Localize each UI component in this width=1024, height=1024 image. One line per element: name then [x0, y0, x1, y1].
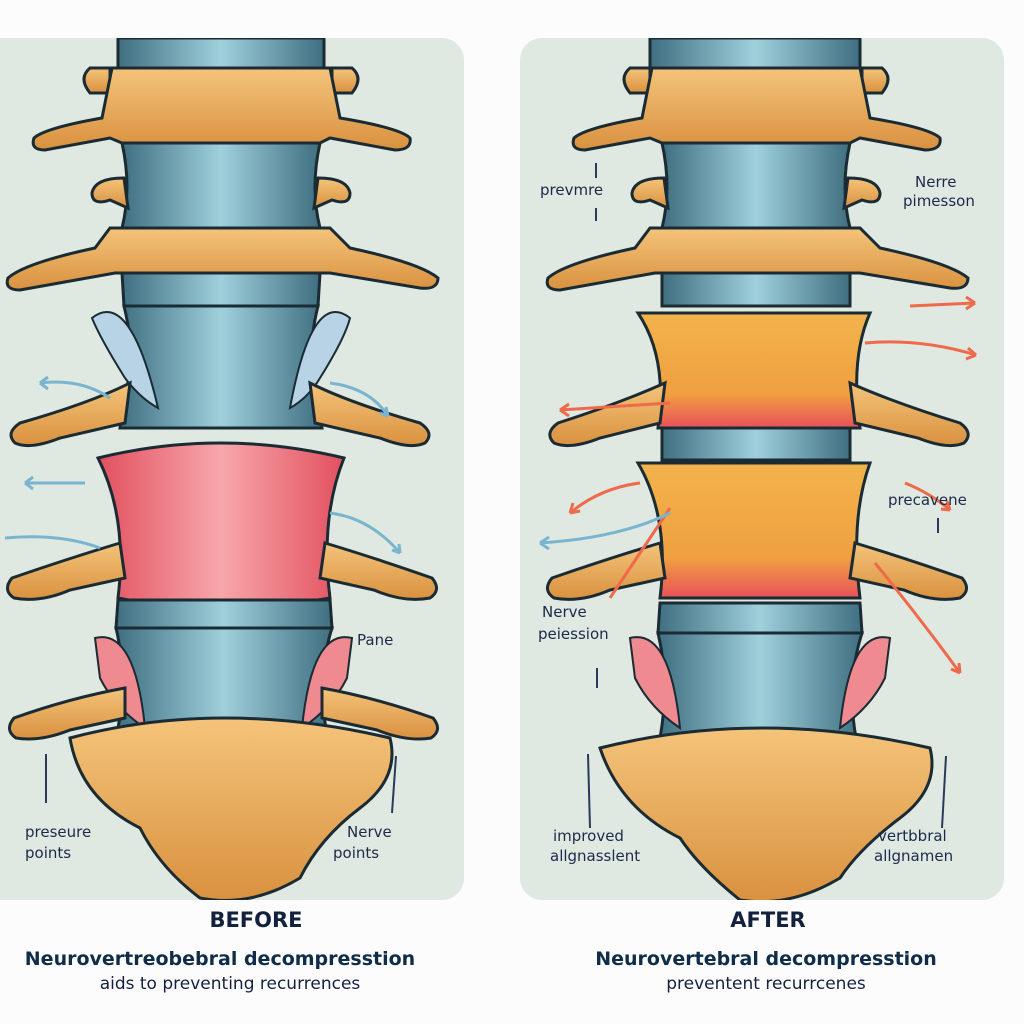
label-tick [391, 755, 397, 814]
after-caption-title: Neurovertebral decompresstion [595, 948, 937, 970]
intervertebral-disc [114, 598, 334, 630]
intervertebral-disc [656, 601, 864, 635]
after-panel: prevmre Nerre pimesson precavene Nerve p… [520, 38, 1004, 900]
before-panel: Pane preseure points Nerve points [0, 38, 464, 900]
label-nerve-peiession-2: peiession [538, 625, 609, 643]
decompressed-disc [635, 311, 873, 430]
arrow-head [950, 662, 962, 675]
label-nerve-points-1: Nerve [347, 823, 392, 841]
arrow [329, 381, 390, 417]
intervertebral-disc [120, 271, 322, 308]
intervertebral-disc [656, 631, 865, 740]
label-pressure-points-2: points [25, 844, 72, 862]
arrow-head [559, 402, 570, 418]
arrow-head [39, 375, 49, 391]
arrow-head [379, 406, 390, 418]
label-nerre-2: pimesson [903, 192, 975, 210]
vertebra-process [630, 176, 882, 211]
vertebra [545, 226, 970, 292]
arrow-head [24, 475, 34, 491]
vertebra-process [90, 176, 352, 211]
arrow-head [568, 502, 581, 515]
intervertebral-disc [660, 426, 852, 462]
after-caption-subtitle: preventent recurrcenes [666, 974, 866, 994]
after-heading: AFTER [730, 908, 806, 932]
arrow-head [965, 295, 976, 311]
label-improved-alignment-1: improved [553, 827, 624, 845]
inflamed-disc [95, 441, 347, 610]
arrow [608, 507, 672, 599]
label-nerre-1: Nerre [915, 173, 957, 191]
sacrum [68, 716, 394, 900]
arrow [864, 340, 977, 357]
label-nerve-points-2: points [333, 844, 380, 862]
arrow [4, 535, 101, 550]
intervertebral-disc [114, 626, 335, 730]
intervertebral-disc [660, 271, 852, 308]
ligament [628, 636, 682, 731]
sacrum [598, 726, 934, 900]
blue-arrow [539, 511, 671, 545]
label-tick [587, 753, 591, 829]
intervertebral-disc [120, 141, 322, 230]
arrow-head [965, 346, 977, 361]
before-spine-illustration [4, 38, 440, 900]
decompression-arrows [559, 295, 977, 675]
ligament [838, 636, 892, 731]
vertebra-process [9, 380, 431, 448]
label-vertebral-alignment-1: vertbbral [878, 827, 947, 845]
before-caption-subtitle: aids to preventing recurrences [99, 974, 361, 994]
vertebra-process [548, 380, 970, 448]
after-spine-illustration [539, 38, 977, 900]
vertebra-process [6, 541, 438, 601]
pressure-arrows [4, 375, 402, 555]
ligament [288, 311, 352, 410]
before-heading: BEFORE [209, 908, 303, 932]
arrow [873, 562, 962, 674]
vertebra [31, 66, 412, 152]
blue-arrow-head [539, 535, 550, 551]
before-caption-title: Neurovertreobebral decompresstion [24, 948, 416, 970]
label-precavene: precavene [888, 491, 967, 509]
label-pane: Pane [357, 631, 394, 649]
arrow [329, 511, 402, 554]
intervertebral-disc [660, 141, 852, 230]
label-prevmre: prevmre [540, 181, 604, 199]
decompressed-disc [635, 461, 873, 600]
arrow [559, 401, 671, 412]
intervertebral-disc [118, 304, 324, 430]
label-pressure-points-1: preseure [25, 823, 92, 841]
arrow [904, 481, 951, 512]
label-improved-alignment-2: allgnasslent [550, 847, 641, 865]
arrow [569, 481, 641, 515]
arrow-head [391, 543, 402, 555]
vertebra [571, 66, 942, 152]
arrow [39, 380, 111, 400]
arrow-head [940, 500, 952, 512]
vertebra [5, 226, 440, 292]
label-vertebral-alignment-2: allgnamen [874, 847, 954, 865]
vertebra-process [8, 686, 439, 741]
label-tick [941, 755, 947, 829]
ligament [90, 311, 160, 410]
label-nerve-peiession-1: Nerve [542, 603, 587, 621]
arrow [909, 301, 976, 308]
